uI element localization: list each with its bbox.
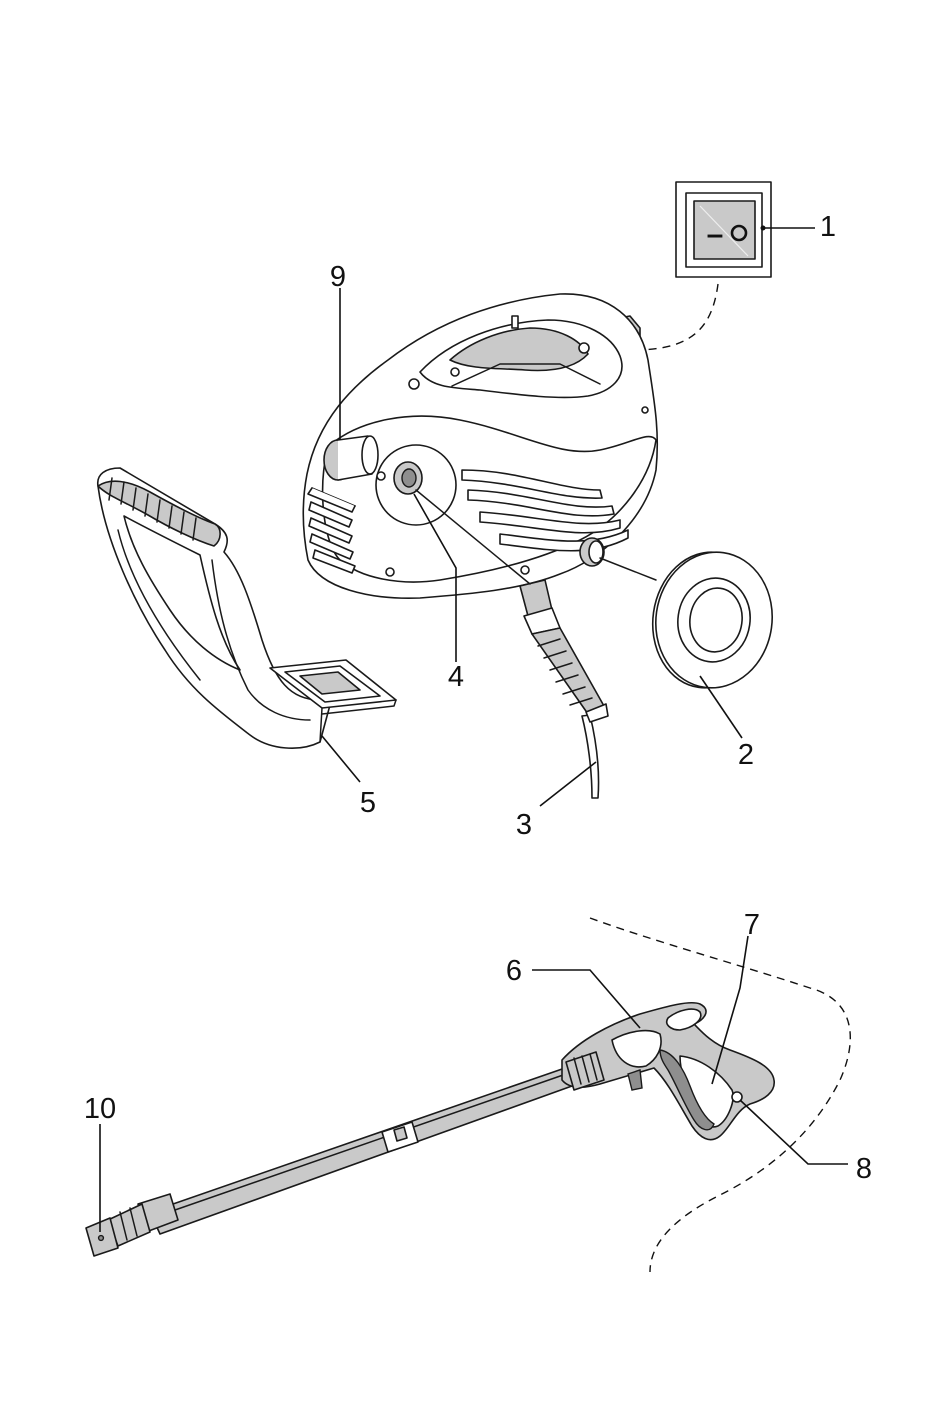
label-7: 7 — [744, 909, 760, 941]
power-switch-inset: – — [640, 182, 815, 350]
label-3: 3 — [516, 809, 532, 841]
label-8: 8 — [856, 1153, 872, 1185]
spray-gun-assembly — [86, 918, 850, 1272]
leader-line-3 — [540, 762, 596, 806]
switch-off-symbol: – — [707, 218, 724, 251]
switch-location-dashed-line — [640, 284, 718, 350]
label-5: 5 — [360, 787, 376, 819]
water-inlet-connector — [324, 436, 378, 480]
label-10: 10 — [84, 1093, 116, 1125]
spray-lance — [150, 1068, 572, 1234]
label-4: 4 — [448, 661, 464, 693]
label-2: 2 — [738, 739, 754, 771]
leader-line-8 — [740, 1100, 848, 1164]
protective-cap — [600, 545, 781, 696]
cap-mount — [580, 538, 604, 566]
leader-line-5 — [322, 736, 360, 782]
label-6: 6 — [506, 955, 522, 987]
motor-housing — [303, 294, 657, 598]
label-1: 1 — [820, 211, 836, 243]
label-9: 9 — [330, 261, 346, 293]
